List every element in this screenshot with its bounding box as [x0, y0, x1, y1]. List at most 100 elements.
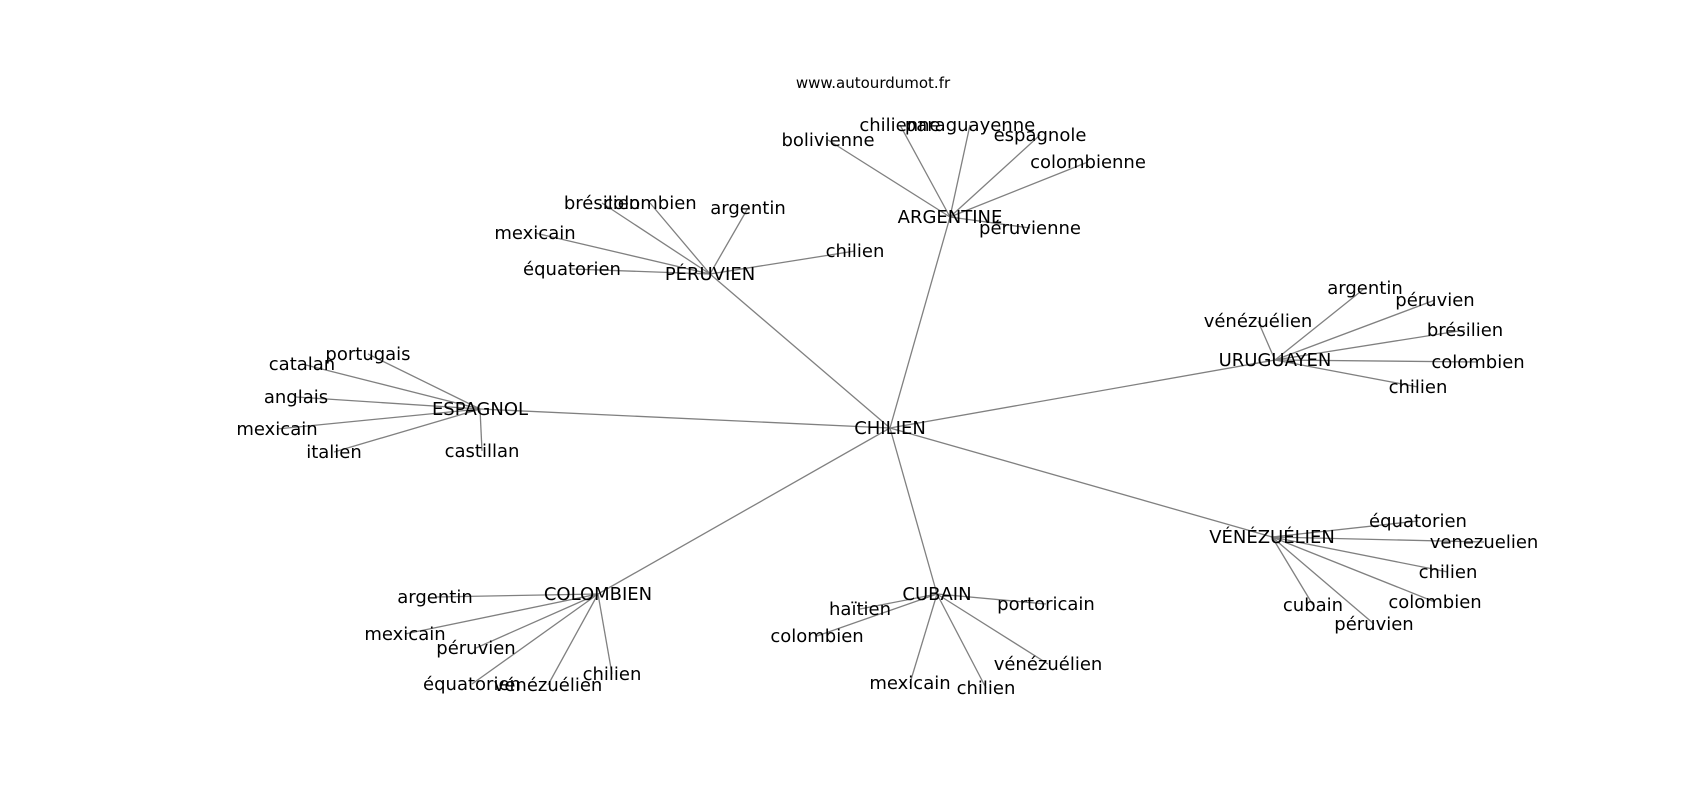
word-node[interactable]: brésilien [564, 193, 640, 214]
hub-word-edge [479, 408, 483, 452]
word-node[interactable]: mexicain [364, 624, 445, 645]
hub-word-edge [1274, 299, 1436, 361]
word-node[interactable]: colombien [603, 193, 696, 214]
word-node[interactable]: argentin [397, 587, 473, 608]
word-node[interactable]: mexicain [494, 223, 575, 244]
hub-word-edge [909, 593, 938, 684]
hub-word-edge [547, 593, 599, 686]
hub-word-edge [1257, 320, 1276, 361]
word-node[interactable]: italien [306, 442, 362, 463]
hub-word-edge [295, 396, 481, 410]
word-node[interactable]: péruvienne [979, 218, 1081, 239]
hub-node[interactable]: PÉRUVIEN [665, 263, 755, 285]
word-node[interactable]: portugais [325, 344, 410, 365]
center-hub-edge [709, 273, 891, 429]
hub-node[interactable]: VÉNÉZUÉLIEN [1209, 526, 1335, 548]
word-node[interactable]: colombien [1431, 352, 1524, 373]
hub-word-edge [1271, 536, 1449, 573]
word-node[interactable]: cubain [1283, 595, 1343, 616]
hub-word-edge [601, 202, 711, 275]
word-node[interactable]: chilien [1419, 562, 1478, 583]
word-node[interactable]: péruvien [436, 638, 515, 659]
hub-word-edge [1274, 359, 1419, 388]
hub-word-edge [367, 353, 481, 410]
hub-word-edge [649, 202, 711, 275]
center-hub-edge [889, 216, 951, 429]
word-node[interactable]: colombien [770, 626, 863, 647]
hub-word-edge [597, 593, 613, 675]
word-node[interactable]: colombienne [1030, 152, 1146, 173]
word-node[interactable]: chilien [826, 241, 885, 262]
word-node[interactable]: portoricain [997, 594, 1095, 615]
hub-word-edge [936, 593, 1049, 665]
word-node[interactable]: vénézuélien [494, 675, 603, 696]
hub-word-edge [1274, 359, 1479, 363]
hub-word-edge [471, 593, 599, 685]
word-node[interactable]: castillan [445, 441, 520, 462]
word-node[interactable]: brésilien [1427, 320, 1503, 341]
word-node[interactable]: paraguayenne [905, 115, 1035, 136]
hub-word-edge [709, 250, 856, 275]
word-node[interactable]: anglais [264, 387, 328, 408]
word-node[interactable]: péruvien [1395, 290, 1474, 311]
word-node[interactable]: argentin [710, 198, 786, 219]
word-node[interactable]: venezuelien [1430, 532, 1539, 553]
hub-word-edge [816, 593, 938, 637]
hub-node[interactable]: ESPAGNOL [432, 399, 528, 420]
word-node[interactable]: mexicain [236, 419, 317, 440]
hub-word-edge [1271, 536, 1314, 606]
hub-word-edge [1274, 287, 1366, 361]
hub-word-edge [949, 161, 1089, 218]
hub-word-edge [827, 139, 951, 218]
word-node[interactable]: chilien [957, 678, 1016, 699]
hub-word-edge [949, 134, 1041, 218]
hub-word-edge [1271, 536, 1375, 625]
word-node[interactable]: équatorien [423, 674, 521, 695]
word-node[interactable]: argentin [1327, 278, 1403, 299]
hub-word-edge [936, 593, 1047, 605]
hub-node[interactable]: COLOMBIEN [544, 584, 652, 605]
word-node[interactable]: catalan [269, 354, 335, 375]
center-node[interactable]: CHILIEN [854, 418, 926, 439]
word-node[interactable]: mexicain [869, 673, 950, 694]
graph-edges [276, 124, 1485, 689]
hub-word-edge [434, 593, 599, 598]
word-node[interactable]: espagnole [994, 125, 1087, 146]
center-hub-edge [889, 427, 938, 595]
hub-word-edge [1271, 536, 1436, 603]
hub-word-edge [949, 124, 971, 218]
hub-node[interactable]: ARGENTINE [898, 207, 1003, 228]
hub-word-edge [1271, 520, 1419, 538]
word-node[interactable]: chilien [1389, 377, 1448, 398]
hub-word-edge [475, 593, 599, 649]
word-node[interactable]: chilien [583, 664, 642, 685]
hub-word-edge [571, 268, 711, 275]
hub-word-edge [936, 593, 987, 689]
source-watermark: www.autourdumot.fr [796, 74, 951, 92]
center-hub-edge [479, 408, 891, 429]
hub-word-edge [276, 408, 481, 430]
word-node[interactable]: colombien [1388, 592, 1481, 613]
hub-node[interactable]: URUGUAYEN [1219, 350, 1332, 371]
hub-word-edge [709, 207, 749, 275]
word-node[interactable]: équatorien [1369, 511, 1467, 532]
word-node[interactable]: haïtien [829, 599, 891, 620]
hub-word-edge [1271, 536, 1485, 543]
hub-word-edge [534, 232, 711, 275]
word-node[interactable]: vénézuélien [1204, 311, 1313, 332]
word-node[interactable]: vénézuélien [994, 654, 1103, 675]
hub-word-edge [301, 363, 481, 410]
center-hub-edge [889, 359, 1276, 429]
word-node[interactable]: bolivienne [781, 130, 874, 151]
hub-word-edge [333, 408, 481, 453]
hub-word-edge [404, 593, 599, 635]
hub-node[interactable]: CUBAIN [902, 584, 971, 605]
center-hub-edge [889, 427, 1273, 538]
word-node[interactable]: péruvien [1334, 614, 1413, 635]
word-node[interactable]: équatorien [523, 259, 621, 280]
word-node[interactable]: chilienne [859, 115, 940, 136]
hub-word-edge [1274, 329, 1466, 361]
hub-word-edge [899, 124, 951, 218]
